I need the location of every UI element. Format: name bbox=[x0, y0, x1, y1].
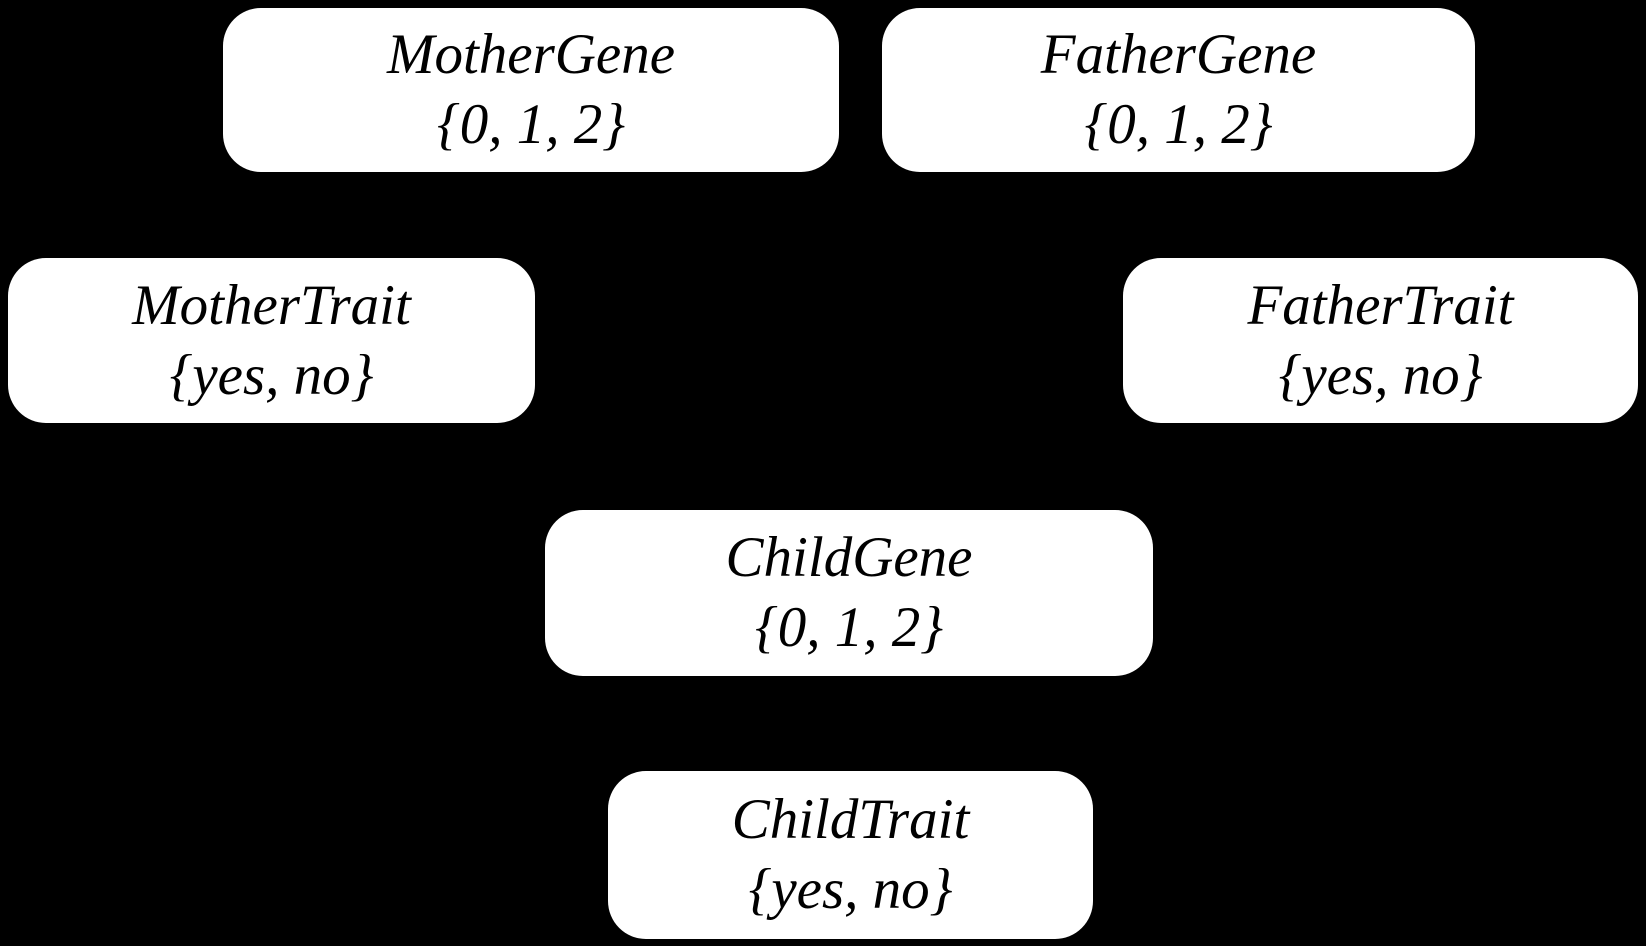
node-mother-trait-domain: {yes, no} bbox=[169, 343, 374, 407]
node-father-gene-label: FatherGene bbox=[1040, 23, 1317, 87]
node-mother-trait: MotherTrait {yes, no} bbox=[8, 258, 535, 423]
node-child-trait: ChildTrait {yes, no} bbox=[608, 771, 1093, 939]
node-child-gene: ChildGene {0, 1, 2} bbox=[545, 510, 1153, 676]
node-child-gene-label: ChildGene bbox=[725, 526, 973, 590]
node-mother-trait-label: MotherTrait bbox=[132, 273, 411, 337]
node-mother-gene: MotherGene {0, 1, 2} bbox=[223, 8, 839, 172]
node-child-gene-domain: {0, 1, 2} bbox=[754, 596, 944, 659]
node-mother-gene-domain: {0, 1, 2} bbox=[436, 93, 626, 156]
node-father-trait-domain: {yes, no} bbox=[1278, 343, 1483, 407]
node-father-trait-label: FatherTrait bbox=[1247, 273, 1514, 337]
node-child-trait-label: ChildTrait bbox=[731, 788, 970, 852]
node-father-trait: FatherTrait {yes, no} bbox=[1123, 258, 1638, 423]
node-mother-gene-label: MotherGene bbox=[386, 23, 676, 87]
node-father-gene: FatherGene {0, 1, 2} bbox=[882, 8, 1475, 172]
node-father-gene-domain: {0, 1, 2} bbox=[1084, 93, 1273, 156]
node-child-trait-domain: {yes, no} bbox=[748, 858, 953, 921]
